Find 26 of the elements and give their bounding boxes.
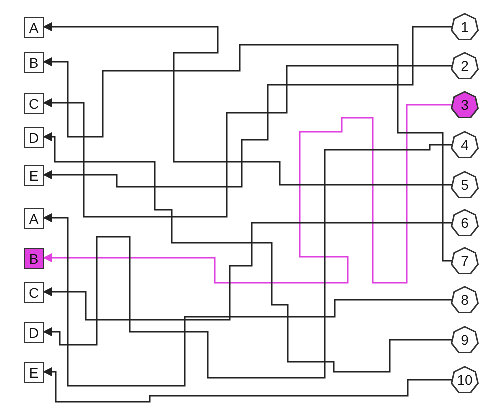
number-label: 2 [461, 58, 469, 74]
letter-box: E [24, 362, 44, 383]
letter-box: C [24, 282, 44, 303]
number-label: 8 [461, 292, 469, 308]
number-label: 6 [461, 215, 469, 231]
letter-box: B [24, 52, 44, 73]
letter-box: E [24, 165, 44, 186]
connector-arrow [43, 44, 452, 262]
connector-arrow [43, 65, 452, 218]
letter-box: D [24, 322, 44, 343]
connector-arrow [43, 222, 452, 321]
number-label: 7 [461, 253, 469, 269]
number-label: 9 [461, 332, 469, 348]
letter-box: D [24, 127, 44, 148]
letter-box: B [24, 248, 44, 269]
number-label: 1 [461, 19, 469, 35]
letter-box: C [24, 93, 44, 114]
connector-arrow [43, 104, 452, 284]
number-label: 5 [461, 177, 469, 193]
number-label: 10 [457, 372, 473, 388]
connector-arrow [43, 214, 452, 387]
connector-arrow [43, 368, 452, 403]
letter-box: A [24, 208, 44, 229]
number-label: 4 [461, 137, 469, 153]
number-label: 3 [461, 97, 469, 113]
letter-box: A [24, 17, 44, 38]
